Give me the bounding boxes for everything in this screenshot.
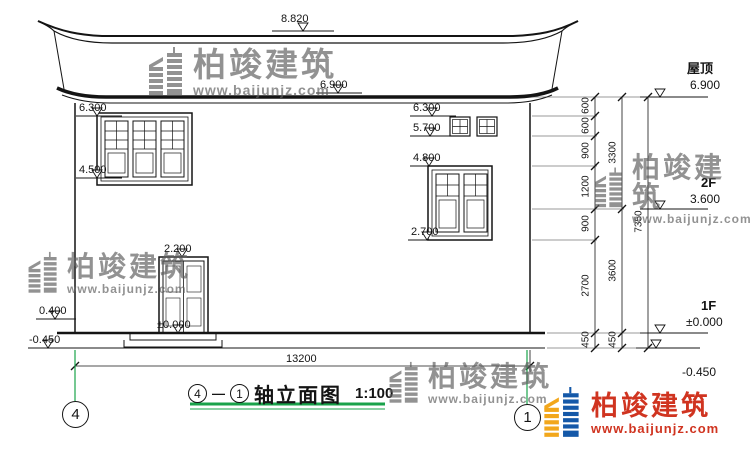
axis-lines xyxy=(74,350,528,404)
title-axis-to-bubble: 1 xyxy=(230,384,249,403)
level-win-sill-right-label: 4.800 xyxy=(413,152,441,164)
dimension-ticks xyxy=(590,92,653,353)
level-roof-center-label: 6.900 xyxy=(320,79,348,91)
width-dimension-label: 13200 xyxy=(286,353,317,365)
level-ridge-label: 8.820 xyxy=(281,13,309,25)
left-window-group xyxy=(96,112,193,186)
entry-steps xyxy=(123,333,223,348)
title-name: 轴立面图 xyxy=(254,385,342,407)
level-win1-sill-label: 2.700 xyxy=(411,226,439,238)
dim-chain-detail-6: 450 xyxy=(580,331,592,348)
right-extension-lines xyxy=(532,96,650,349)
small-high-windows xyxy=(449,116,498,137)
title-underline xyxy=(190,402,385,410)
title-axis-from-bubble: 4 xyxy=(188,384,207,403)
site-level-value: -0.450 xyxy=(682,365,717,379)
f2-floor-value: 3.600 xyxy=(690,192,721,206)
level-win-sill-left-label: 4.500 xyxy=(79,164,107,176)
dim-chain-detail-3: 1200 xyxy=(580,175,592,198)
level-door-top-label: 2.200 xyxy=(164,243,192,255)
roof xyxy=(37,20,579,104)
level-eave-right-label: 6.300 xyxy=(413,102,441,114)
level-site-left-label: -0.450 xyxy=(29,334,61,346)
level-ground-label: ±0.000 xyxy=(157,319,191,331)
axis-bubble-left: 4 xyxy=(62,401,89,428)
roof-floor-label: 屋顶 xyxy=(687,61,714,76)
f1-floor-label: 1F xyxy=(701,298,717,313)
dim-chain-floor-1: 3600 xyxy=(607,259,619,282)
level-eave-left-label: 6.300 xyxy=(79,102,107,114)
dim-chain-detail-5: 2700 xyxy=(580,274,592,297)
drawing-title: 4 — 1 轴立面图 1:100 xyxy=(188,379,393,408)
dim-chain-detail-2: 900 xyxy=(580,142,592,159)
walls-and-ground xyxy=(30,103,545,349)
axis-bubble-right: 1 xyxy=(514,404,541,431)
dimension-chain-lines xyxy=(594,97,649,348)
roof-floor-value: 6.900 xyxy=(690,78,721,92)
right-window-group xyxy=(427,165,493,241)
f1-floor-value: ±0.000 xyxy=(686,315,723,329)
dim-chain-floor-0: 3300 xyxy=(607,141,619,164)
level-plinth-label: 0.400 xyxy=(39,305,67,317)
title-scale: 1:100 xyxy=(355,385,394,402)
level-marker-triangles xyxy=(42,22,666,349)
level-win-top-right-label: 5.700 xyxy=(413,122,441,134)
level-marker-lines xyxy=(28,30,708,349)
f2-floor-label: 2F xyxy=(701,175,717,190)
dim-chain-total: 7350 xyxy=(633,210,645,233)
title-axis-separator: — xyxy=(212,386,225,401)
dim-chain-detail-4: 900 xyxy=(580,215,592,232)
dim-chain-floor-2: 450 xyxy=(607,331,619,348)
